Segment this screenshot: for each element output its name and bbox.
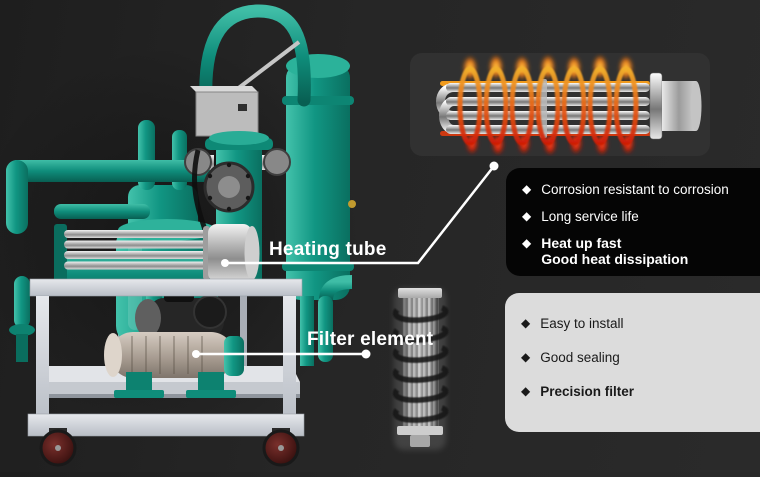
heating-tube-feature-box: ◆ Corrosion resistant to corrosion ◆ Lon… [506, 168, 760, 276]
heater-coils [457, 66, 639, 146]
feature-item: ◆ Corrosion resistant to corrosion [522, 182, 760, 197]
machine-filter-housing [104, 332, 244, 398]
machine-body [6, 4, 356, 398]
filter-element-feature-box: ◆ Easy to install ◆ Good sealing ◆ Preci… [505, 293, 760, 432]
heating-tube-label: Heating tube [269, 239, 387, 260]
cart-casters [39, 428, 300, 467]
filter-element-label: Filter element [307, 329, 434, 350]
feature-text: Corrosion resistant to corrosion [541, 182, 729, 197]
filter-element-3d-render [388, 284, 452, 456]
feature-text: Easy to install [540, 316, 624, 331]
diamond-bullet-icon: ◆ [522, 182, 532, 196]
diamond-bullet-icon: ◆ [521, 384, 531, 398]
diamond-bullet-icon: ◆ [522, 209, 532, 223]
machine-motor [135, 284, 227, 338]
feature-text: Good sealing [540, 350, 620, 365]
feature-item: ◆ Good sealing [521, 350, 760, 365]
oil-purifier-machine-photo [0, 0, 360, 472]
feature-text: Long service life [541, 209, 639, 224]
diamond-bullet-icon: ◆ [522, 236, 532, 250]
feature-item: ◆ Easy to install [521, 316, 760, 331]
filter-spiral [392, 305, 449, 423]
feature-text: Precision filter [540, 384, 635, 399]
feature-item: ◆ Long service life [522, 209, 760, 224]
heater-tubes [436, 72, 702, 140]
diamond-bullet-icon: ◆ [521, 316, 531, 330]
feature-item: ◆ Precision filter [521, 384, 760, 399]
diamond-bullet-icon: ◆ [521, 350, 531, 364]
heating-tube-3d-render [410, 53, 710, 156]
cart-frame [27, 278, 305, 437]
